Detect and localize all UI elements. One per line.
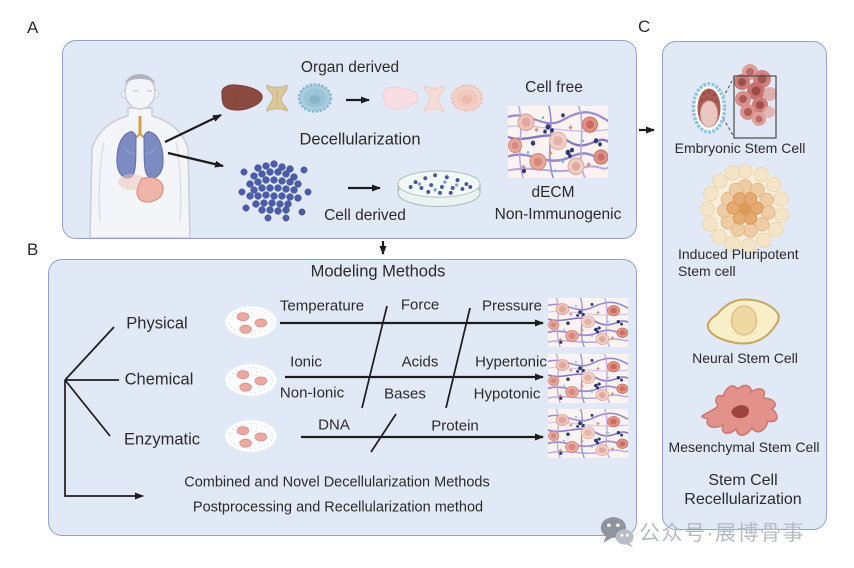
petri-dish-icon — [397, 170, 481, 208]
panel-c — [662, 41, 827, 530]
panel-b-letter: B — [27, 240, 39, 259]
method-physical-label: Physical — [126, 314, 188, 333]
temperature-label: Temperature — [279, 297, 365, 315]
decellularization-label: Decellularization — [299, 130, 421, 149]
force-label: Force — [400, 296, 440, 314]
watermark-text: 公众号·展博骨事 — [639, 522, 805, 545]
mesenchymal-stem-cell-label: Mesenchymal Stem Cell — [668, 438, 820, 455]
acids-label: Acids — [401, 353, 439, 371]
decellularized-trachea-icon — [423, 85, 445, 112]
non-ionic-label: Non-Ionic — [279, 384, 345, 402]
combined-methods-line: Combined and Novel Decellularization Met… — [184, 474, 490, 491]
blastocyst-icon — [691, 82, 727, 134]
non-immunogenic-label: Non-Immunogenic — [494, 206, 622, 224]
ecm-tissue-image — [548, 409, 628, 458]
ecm-tissue-image — [548, 354, 628, 403]
pressure-label: Pressure — [481, 297, 543, 315]
cell-suspension-icon — [224, 305, 278, 339]
ipsc-label: Induced Pluripotent Stem cell — [678, 246, 799, 279]
decellularized-bladder-icon — [450, 84, 484, 112]
cell-suspension-icon — [224, 363, 278, 397]
neural-stem-cell-label: Neural Stem Cell — [692, 349, 798, 366]
liver-icon — [221, 84, 263, 111]
dna-label: DNA — [318, 416, 350, 434]
bases-label: Bases — [384, 385, 426, 403]
hypertonic-label: Hypertonic — [475, 353, 547, 371]
mesenchymal-stem-cell-icon — [701, 384, 778, 436]
ipsc-sphere-icon — [700, 163, 790, 253]
decellularized-liver-icon — [383, 86, 419, 110]
postprocessing-line: Postprocessing and Recellularization met… — [192, 499, 484, 516]
cell-cluster-icon — [238, 160, 312, 222]
human-figure-icon — [89, 74, 191, 238]
ecm-tissue-image — [508, 106, 608, 178]
hypotonic-label: Hypotonic — [473, 385, 541, 403]
protein-label: Protein — [431, 417, 479, 435]
organ-derived-label: Organ derived — [300, 59, 400, 77]
method-enzymatic-label: Enzymatic — [123, 430, 201, 449]
wechat-icon — [600, 517, 634, 548]
panel-c-letter: C — [638, 17, 651, 36]
modeling-methods-title: Modeling Methods — [310, 262, 446, 281]
bladder-icon — [297, 83, 333, 113]
embryonic-stem-cell-label: Embryonic Stem Cell — [674, 139, 806, 156]
panel-a-letter: A — [27, 18, 39, 37]
stem-cell-recellularization-label: Stem Cell Recellularization — [684, 472, 802, 509]
cell-suspension-icon — [224, 419, 278, 453]
stem-cell-colony-icon — [722, 64, 777, 139]
ecm-tissue-image — [548, 298, 628, 347]
decm-label: dECM — [531, 184, 575, 202]
ionic-label: Ionic — [290, 353, 322, 371]
cell-free-label: Cell free — [525, 79, 583, 97]
cell-derived-label: Cell derived — [324, 207, 406, 225]
embryonic-stem-cell-illustration — [691, 64, 777, 139]
method-chemical-label: Chemical — [124, 370, 194, 389]
neural-stem-cell-icon — [706, 298, 780, 345]
panel-b — [48, 259, 637, 536]
trachea-icon — [266, 84, 288, 112]
